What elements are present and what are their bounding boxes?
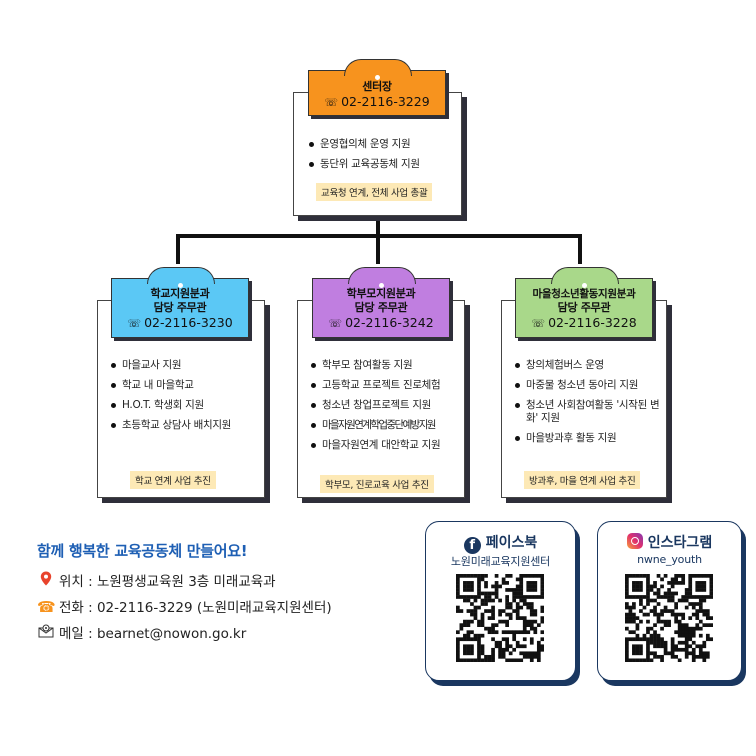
division-phone: ☏02-2116-3230 xyxy=(112,315,248,332)
center-header: 센터장 ☏02-2116-3229 xyxy=(308,59,446,116)
division-note: 방과후, 마을 연계 사업 추진 xyxy=(524,471,641,489)
list-item: 마을교사 지원 xyxy=(108,359,231,372)
map-pin-icon xyxy=(37,571,55,590)
division-title: 학교지원분과 xyxy=(150,287,210,300)
division-title: 학부모지원분과 xyxy=(346,287,416,300)
list-item: 청소년 창업프로젝트 지원 xyxy=(308,399,440,412)
list-item: 창의체험버스 운영 xyxy=(512,359,662,372)
location-text: 위치 : 노원평생교육원 3층 미래교육과 xyxy=(59,574,276,590)
telephone-icon: ☎ xyxy=(37,598,56,616)
list-item: 동단위 교육공동체 지원 xyxy=(306,158,420,171)
facebook-qr-code[interactable] xyxy=(456,574,545,663)
tag-tab xyxy=(147,267,215,284)
list-item: H.O.T. 학생회 지원 xyxy=(108,399,231,412)
phone-line: ☎전화 : 02-2116-3229 (노원미래교육지원센터) xyxy=(37,596,332,616)
division-subtitle: 담당 주무관 xyxy=(557,301,611,314)
telephone-icon: ☏ xyxy=(531,317,546,330)
division-note: 학부모, 진로교육 사업 추진 xyxy=(320,475,434,493)
connector-left xyxy=(176,234,180,264)
instagram-card[interactable]: 인스타그램 nwne_youth xyxy=(597,521,742,681)
division-header-parent: 학부모지원분과 담당 주무관 ☏02-2116-3242 xyxy=(312,267,450,338)
mail-line: 메일 : bearnet@nowon.go.kr xyxy=(37,622,246,642)
division-header-school: 학교지원분과 담당 주무관 ☏02-2116-3230 xyxy=(111,267,249,338)
list-item: 운영협의체 운영 지원 xyxy=(306,138,420,151)
tag-tab xyxy=(348,267,416,284)
tag-hole xyxy=(177,283,183,288)
tag-tab xyxy=(344,59,412,76)
division-subtitle: 담당 주무관 xyxy=(354,301,408,314)
division-title: 마을청소년활동지원분과 xyxy=(532,288,636,300)
phone-number: 02-2116-3230 xyxy=(144,315,233,330)
connector-right xyxy=(578,234,582,264)
phone-number: 02-2116-3229 xyxy=(341,94,430,109)
division-phone: ☏02-2116-3228 xyxy=(516,315,652,332)
instagram-icon xyxy=(626,533,643,549)
list-item: 청소년 사회참여활동 '시작된 변화' 지원 xyxy=(512,399,662,425)
mail-text: 메일 : bearnet@nowon.go.kr xyxy=(59,626,247,642)
tag-hole xyxy=(374,75,380,80)
phone-number: 02-2116-3228 xyxy=(548,315,637,330)
instagram-qr-code[interactable] xyxy=(625,574,714,663)
envelope-icon xyxy=(37,624,55,642)
facebook-icon: f xyxy=(463,537,481,554)
division-note: 학교 연계 사업 추진 xyxy=(130,471,216,489)
instagram-sub: nwne_youth xyxy=(637,553,702,566)
telephone-icon: ☏ xyxy=(328,317,343,330)
facebook-sub: 노원미래교육지원센터 xyxy=(450,555,551,568)
connector-center-down xyxy=(376,218,380,236)
list-item: 학교 내 마을학교 xyxy=(108,379,231,392)
list-item: 마을방과후 활동 지원 xyxy=(512,432,662,445)
center-note: 교육청 연계, 전체 사업 총괄 xyxy=(316,183,433,201)
tag-hole xyxy=(378,283,384,288)
list-item: 마중물 청소년 동아리 지원 xyxy=(512,379,662,392)
list-item: 마을자원연계 대안학교 지원 xyxy=(308,439,441,452)
connector-middle xyxy=(376,234,380,264)
center-title: 센터장 xyxy=(362,80,392,93)
phone-number: 02-2116-3242 xyxy=(345,315,434,330)
division-phone: ☏02-2116-3242 xyxy=(313,315,449,332)
list-item: 학부모 참여활동 지원 xyxy=(308,359,440,372)
tag-hole xyxy=(581,283,587,288)
phone-text: 전화 : 02-2116-3229 (노원미래교육지원센터) xyxy=(59,600,332,616)
telephone-icon: ☏ xyxy=(127,317,142,330)
list-item: 초등학교 상담사 배치지원 xyxy=(108,419,231,432)
location-line: 위치 : 노원평생교육원 3층 미래교육과 xyxy=(37,570,276,590)
center-phone: ☏02-2116-3229 xyxy=(309,94,445,111)
tag-tab xyxy=(551,267,619,284)
instagram-title-row: 인스타그램 xyxy=(598,532,741,552)
telephone-icon: ☏ xyxy=(324,96,339,109)
division-header-youth: 마을청소년활동지원분과 담당 주무관 ☏02-2116-3228 xyxy=(515,267,653,338)
slogan: 함께 행복한 교육공동체 만들어요! xyxy=(37,542,248,560)
list-item: 고등학교 프로젝트 진로체험 xyxy=(308,379,441,392)
division-subtitle: 담당 주무관 xyxy=(153,301,207,314)
instagram-title: 인스타그램 xyxy=(647,535,713,551)
facebook-title: 페이스북 xyxy=(485,535,538,551)
list-item: 마을자원연계학업중단예방지원 xyxy=(308,419,440,432)
